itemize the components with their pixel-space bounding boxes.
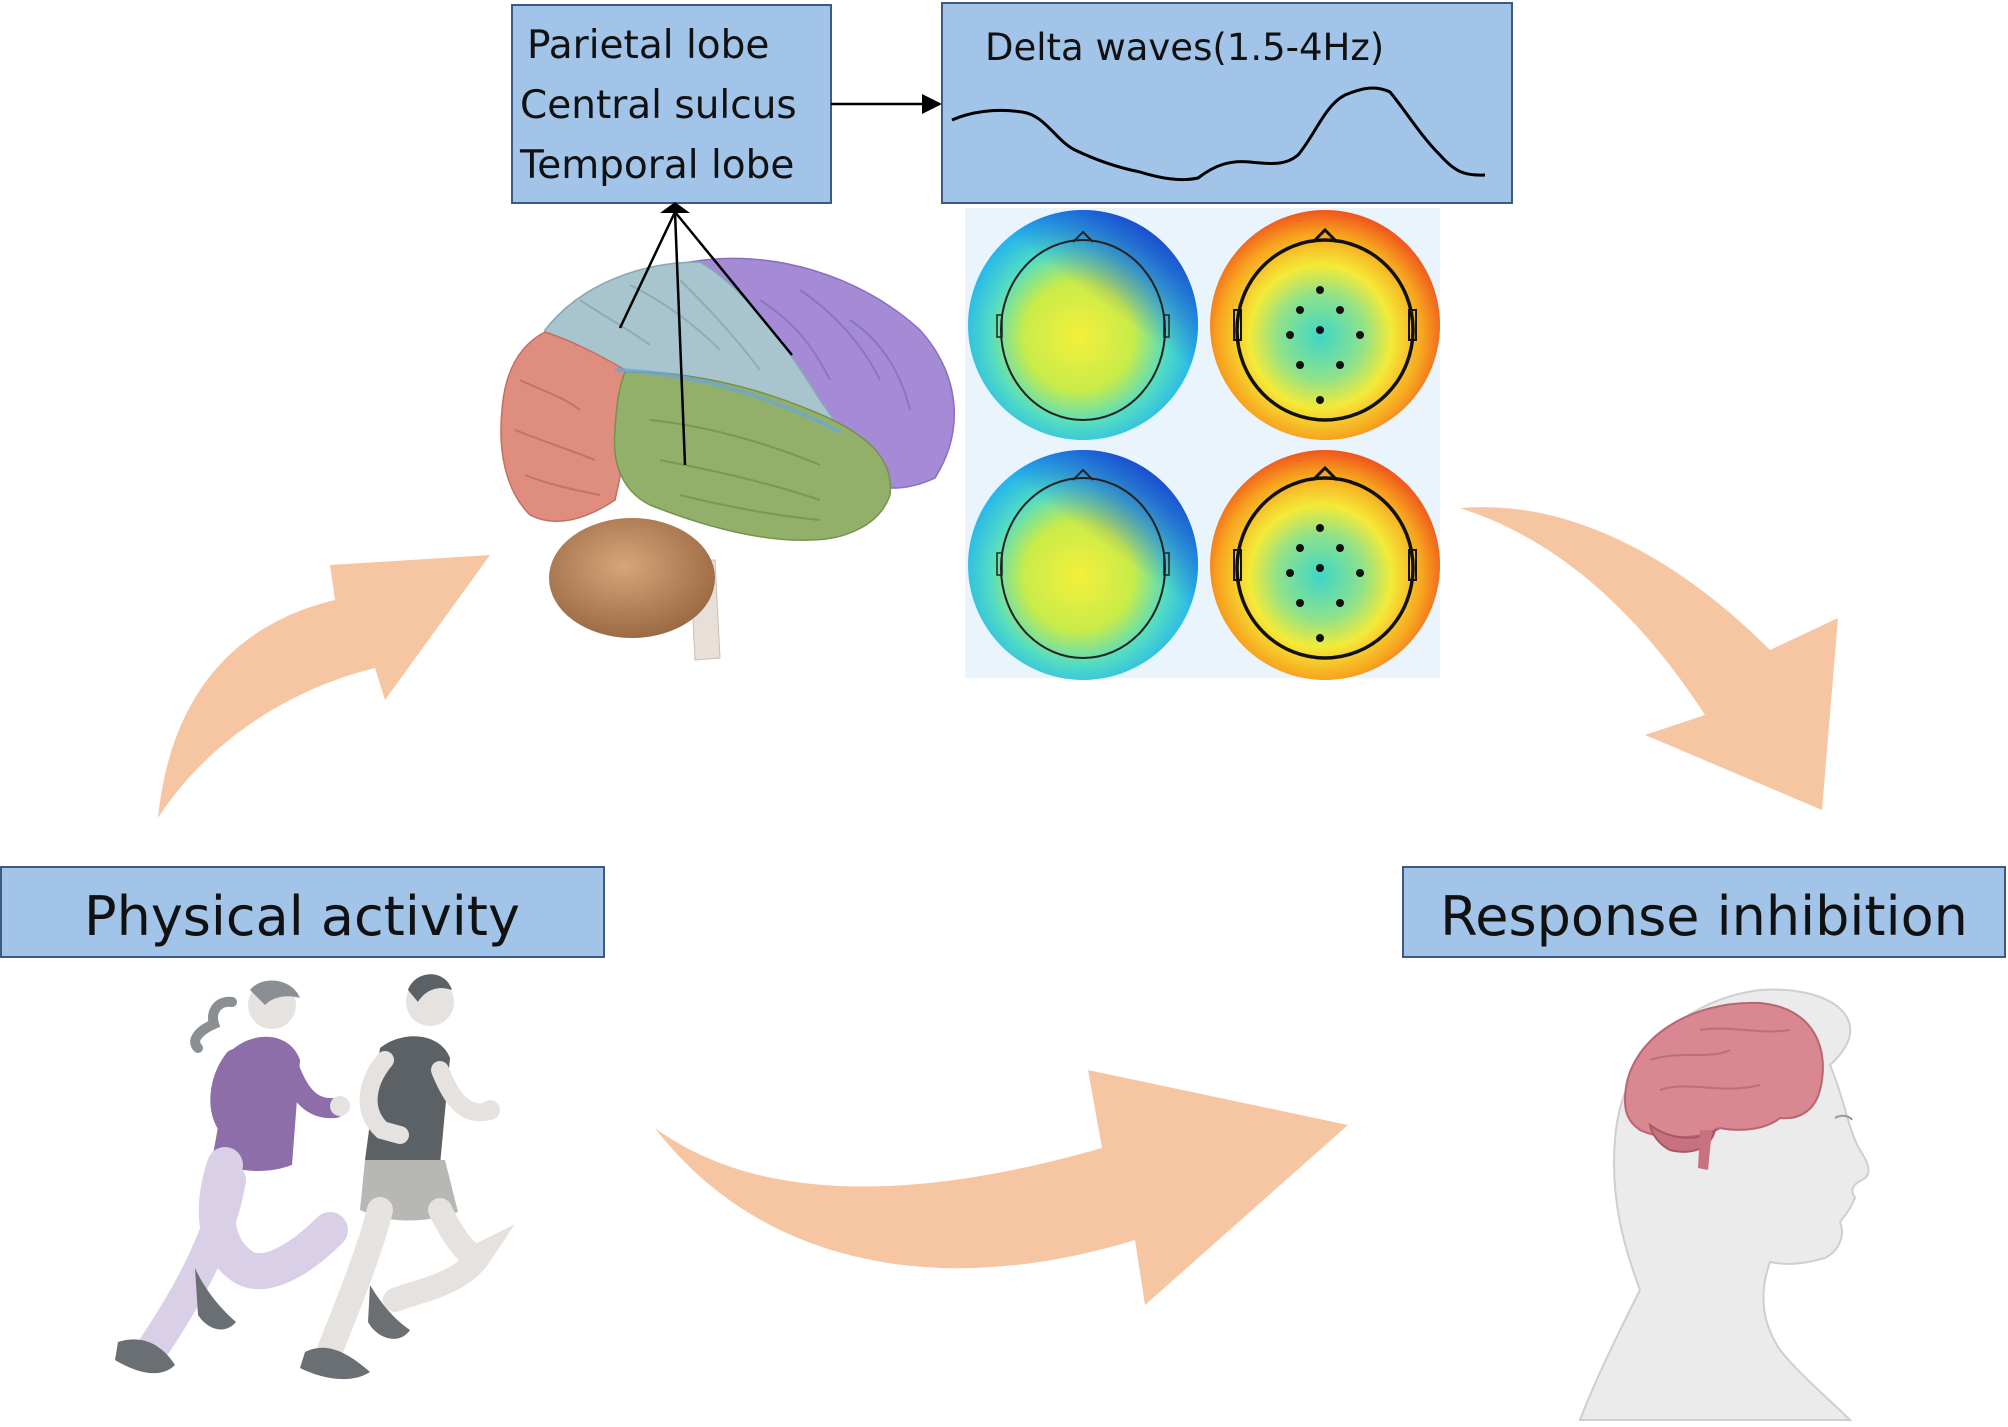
curved-arrow-down-right: [1460, 507, 1838, 810]
brain-regions-box-bg: [511, 4, 832, 204]
region-label-parietal: Parietal lobe: [527, 23, 769, 68]
arrow-activity-to-inhibition: [655, 1070, 1348, 1305]
delta-wave-box: Delta waves(1.5-4Hz): [941, 2, 1513, 204]
cerebellum: [549, 518, 715, 638]
curved-arrow-bottom-right: [655, 1070, 1348, 1305]
runner-man: [300, 974, 516, 1380]
delta-wave-box-bg: [941, 2, 1513, 204]
region-label-temporal: Temporal lobe: [519, 143, 794, 188]
physical-activity-label: Physical activity: [84, 885, 520, 948]
topomap-1: [968, 210, 1198, 440]
delta-waveform: [951, 86, 1486, 182]
curved-arrow-up-right: [158, 555, 490, 818]
delta-wave-label: Delta waves(1.5-4Hz): [985, 26, 1384, 69]
brain-illustration: [500, 202, 956, 661]
topomap-3: [968, 450, 1198, 680]
topomap-panel: [965, 208, 1440, 680]
topomap-2: [1210, 210, 1440, 440]
runner-woman: [115, 980, 350, 1374]
region-label-central: Central sulcus: [520, 83, 797, 128]
gyri-texture: [514, 279, 911, 521]
pointer-head: [660, 202, 690, 213]
head-brainstem: [1698, 1130, 1712, 1170]
arrow-activity-to-brain: [158, 555, 490, 818]
central-sulcus-line: [614, 368, 841, 434]
region-pointers: [618, 211, 793, 466]
head-brain: [1623, 1001, 1824, 1139]
arrow-brain-to-inhibition: [1460, 507, 1838, 810]
response-inhibition-box: Response inhibition: [1402, 866, 2006, 958]
brain-regions-box: Parietal lobe Central sulcus Temporal lo…: [511, 4, 832, 204]
frontal-lobe: [500, 331, 628, 523]
runners-illustration: [115, 974, 516, 1380]
physical-activity-box: Physical activity: [0, 866, 605, 958]
head-illustration: [1578, 988, 1870, 1421]
topomap-4: [1210, 450, 1440, 680]
response-inhibition-label: Response inhibition: [1440, 885, 1968, 948]
